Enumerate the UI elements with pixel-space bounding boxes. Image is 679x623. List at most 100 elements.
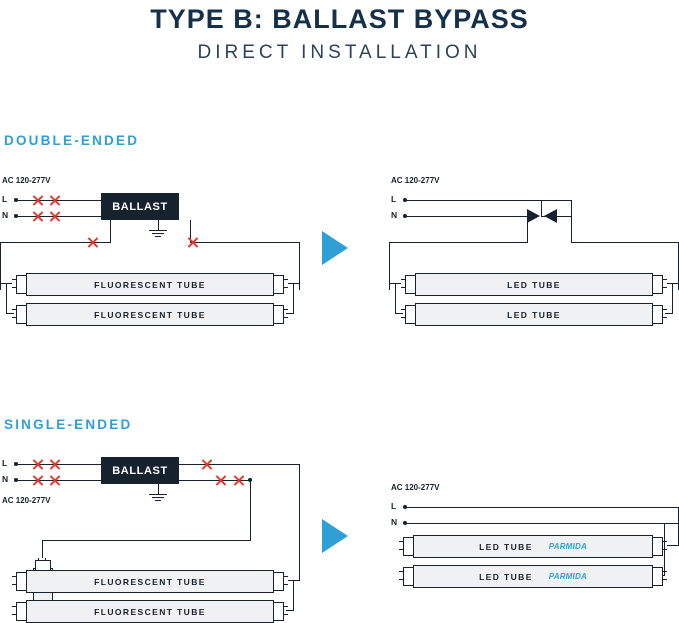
tube-pin [401,287,406,288]
tube-pin [12,576,17,577]
voltage-label: AC 120-277V [391,176,440,185]
tube-label: FLUORESCENT TUBE [94,606,206,617]
tube-label: FLUORESCENT TUBE [94,279,206,290]
wire-right-to-tube1 [288,580,300,581]
wire-bus-left [389,242,528,243]
wire-right-to-tube2 [286,610,294,611]
voltage-label: AC 120-277V [2,176,51,185]
tube-pin [399,549,404,550]
led-tube: LED TUBE [401,273,667,296]
neutral-label: N [391,210,398,220]
brand-label: PARMIDA [548,542,587,551]
tube-body: LED TUBE PARMIDA [413,535,653,558]
neutral-label: N [2,210,9,220]
line-label: L [2,194,8,204]
neutral-label: N [391,517,398,527]
tube-pin [662,279,667,280]
tube-pin [662,309,667,310]
wire-left-branch [527,216,528,242]
tube-body: FLUORESCENT TUBE [26,303,274,326]
tube-pin [45,558,46,561]
wire-right-to-tube2 [286,313,294,314]
voltage-label: AC 120-277V [391,483,440,492]
wire-ground-vertical [158,220,159,230]
tube-label: FLUORESCENT TUBE [94,309,206,320]
tube-pin [662,579,667,580]
tube-label: LED TUBE [507,279,561,290]
red-x-cut-marker-icon [31,210,44,223]
fluorescent-tube: FLUORESCENT TUBE [12,570,288,593]
neutral-label: N [2,474,9,484]
tube-body: LED TUBE [415,273,653,296]
tube-pin [12,614,17,615]
tube-body: FLUORESCENT TUBE [26,600,274,623]
diagram-double-ended-before: AC 120-277V L N BALLAST FLUORESCE [0,165,300,340]
wire-right-drop [299,242,300,290]
black-triangle-connector-icon [527,209,540,223]
tube-body: FLUORESCENT TUBE [26,273,274,296]
tube-pin [662,571,667,572]
tube-pin [283,287,288,288]
tube-pin [283,309,288,310]
wire-right-drop2 [293,283,294,313]
tube-body: FLUORESCENT TUBE [26,570,274,593]
section-label-single-ended: SINGLE-ENDED [4,417,133,432]
fluorescent-tube: FLUORESCENT TUBE [12,303,288,326]
wire-ballast-out-right [190,220,191,242]
line-label: L [391,501,397,511]
tube-pin [399,571,404,572]
line-label: L [391,194,397,204]
tube-pin [38,558,39,561]
tube-pin [283,576,288,577]
wire-bus-right [571,242,679,243]
page-title: TYPE B: BALLAST BYPASS [150,4,529,34]
wire-neutral [405,523,679,524]
tube-pin [12,287,17,288]
section-label-double-ended: DOUBLE-ENDED [4,133,140,148]
black-triangle-connector-icon [544,209,557,223]
arrow-right-icon [322,231,348,265]
tube-label: LED TUBE [507,309,561,320]
wire-mid-drop [250,480,251,540]
tube-pin [401,309,406,310]
red-x-cut-marker-icon [186,236,199,249]
red-x-cut-marker-icon [48,458,61,471]
wire-right-drop2 [293,580,294,610]
wire-right-top [541,200,572,201]
wire-bus-right [190,242,300,243]
wire-left-drop [0,242,1,290]
voltage-label: AC 120-277V [2,496,51,505]
tube-pin [401,317,406,318]
tube-pin [662,541,667,542]
wire-left-drop2 [395,283,396,313]
wire-ground-vertical [158,484,159,494]
wire-right-branch [571,200,572,242]
tube-pin [662,549,667,550]
wire-left-to-tube2 [6,313,14,314]
led-tube: LED TUBE [401,303,667,326]
tube-pin [283,606,288,607]
wire-line [405,200,541,201]
diagram-double-ended-after: AC 120-277V L N LED TUBE [389,165,679,340]
red-x-cut-marker-icon [48,474,61,487]
wire-neutral [405,216,527,217]
wire-right-drop2 [672,283,673,313]
wire-right-drop [299,464,300,580]
led-tube: LED TUBE PARMIDA [399,535,667,558]
wire-ballast-out-top [179,464,300,465]
tube-body: LED TUBE PARMIDA [413,565,653,588]
tube-body: LED TUBE [415,303,653,326]
diagram-single-ended-before: L N AC 120-277V BALLAST [0,450,300,623]
red-x-cut-marker-icon [48,210,61,223]
wire-right-to-tube2 [665,313,673,314]
tube-label: LED TUBE [479,541,533,552]
ground-symbol-icon [149,230,167,238]
wire-left-drop [389,242,390,290]
tube-pin [12,584,17,585]
wire-left-to-tube2 [395,313,403,314]
red-x-cut-marker-icon [31,458,44,471]
arrow-right-icon [322,519,348,553]
wire-right-to-tube1 [288,283,300,284]
tube-pin [283,279,288,280]
tube-label: FLUORESCENT TUBE [94,576,206,587]
